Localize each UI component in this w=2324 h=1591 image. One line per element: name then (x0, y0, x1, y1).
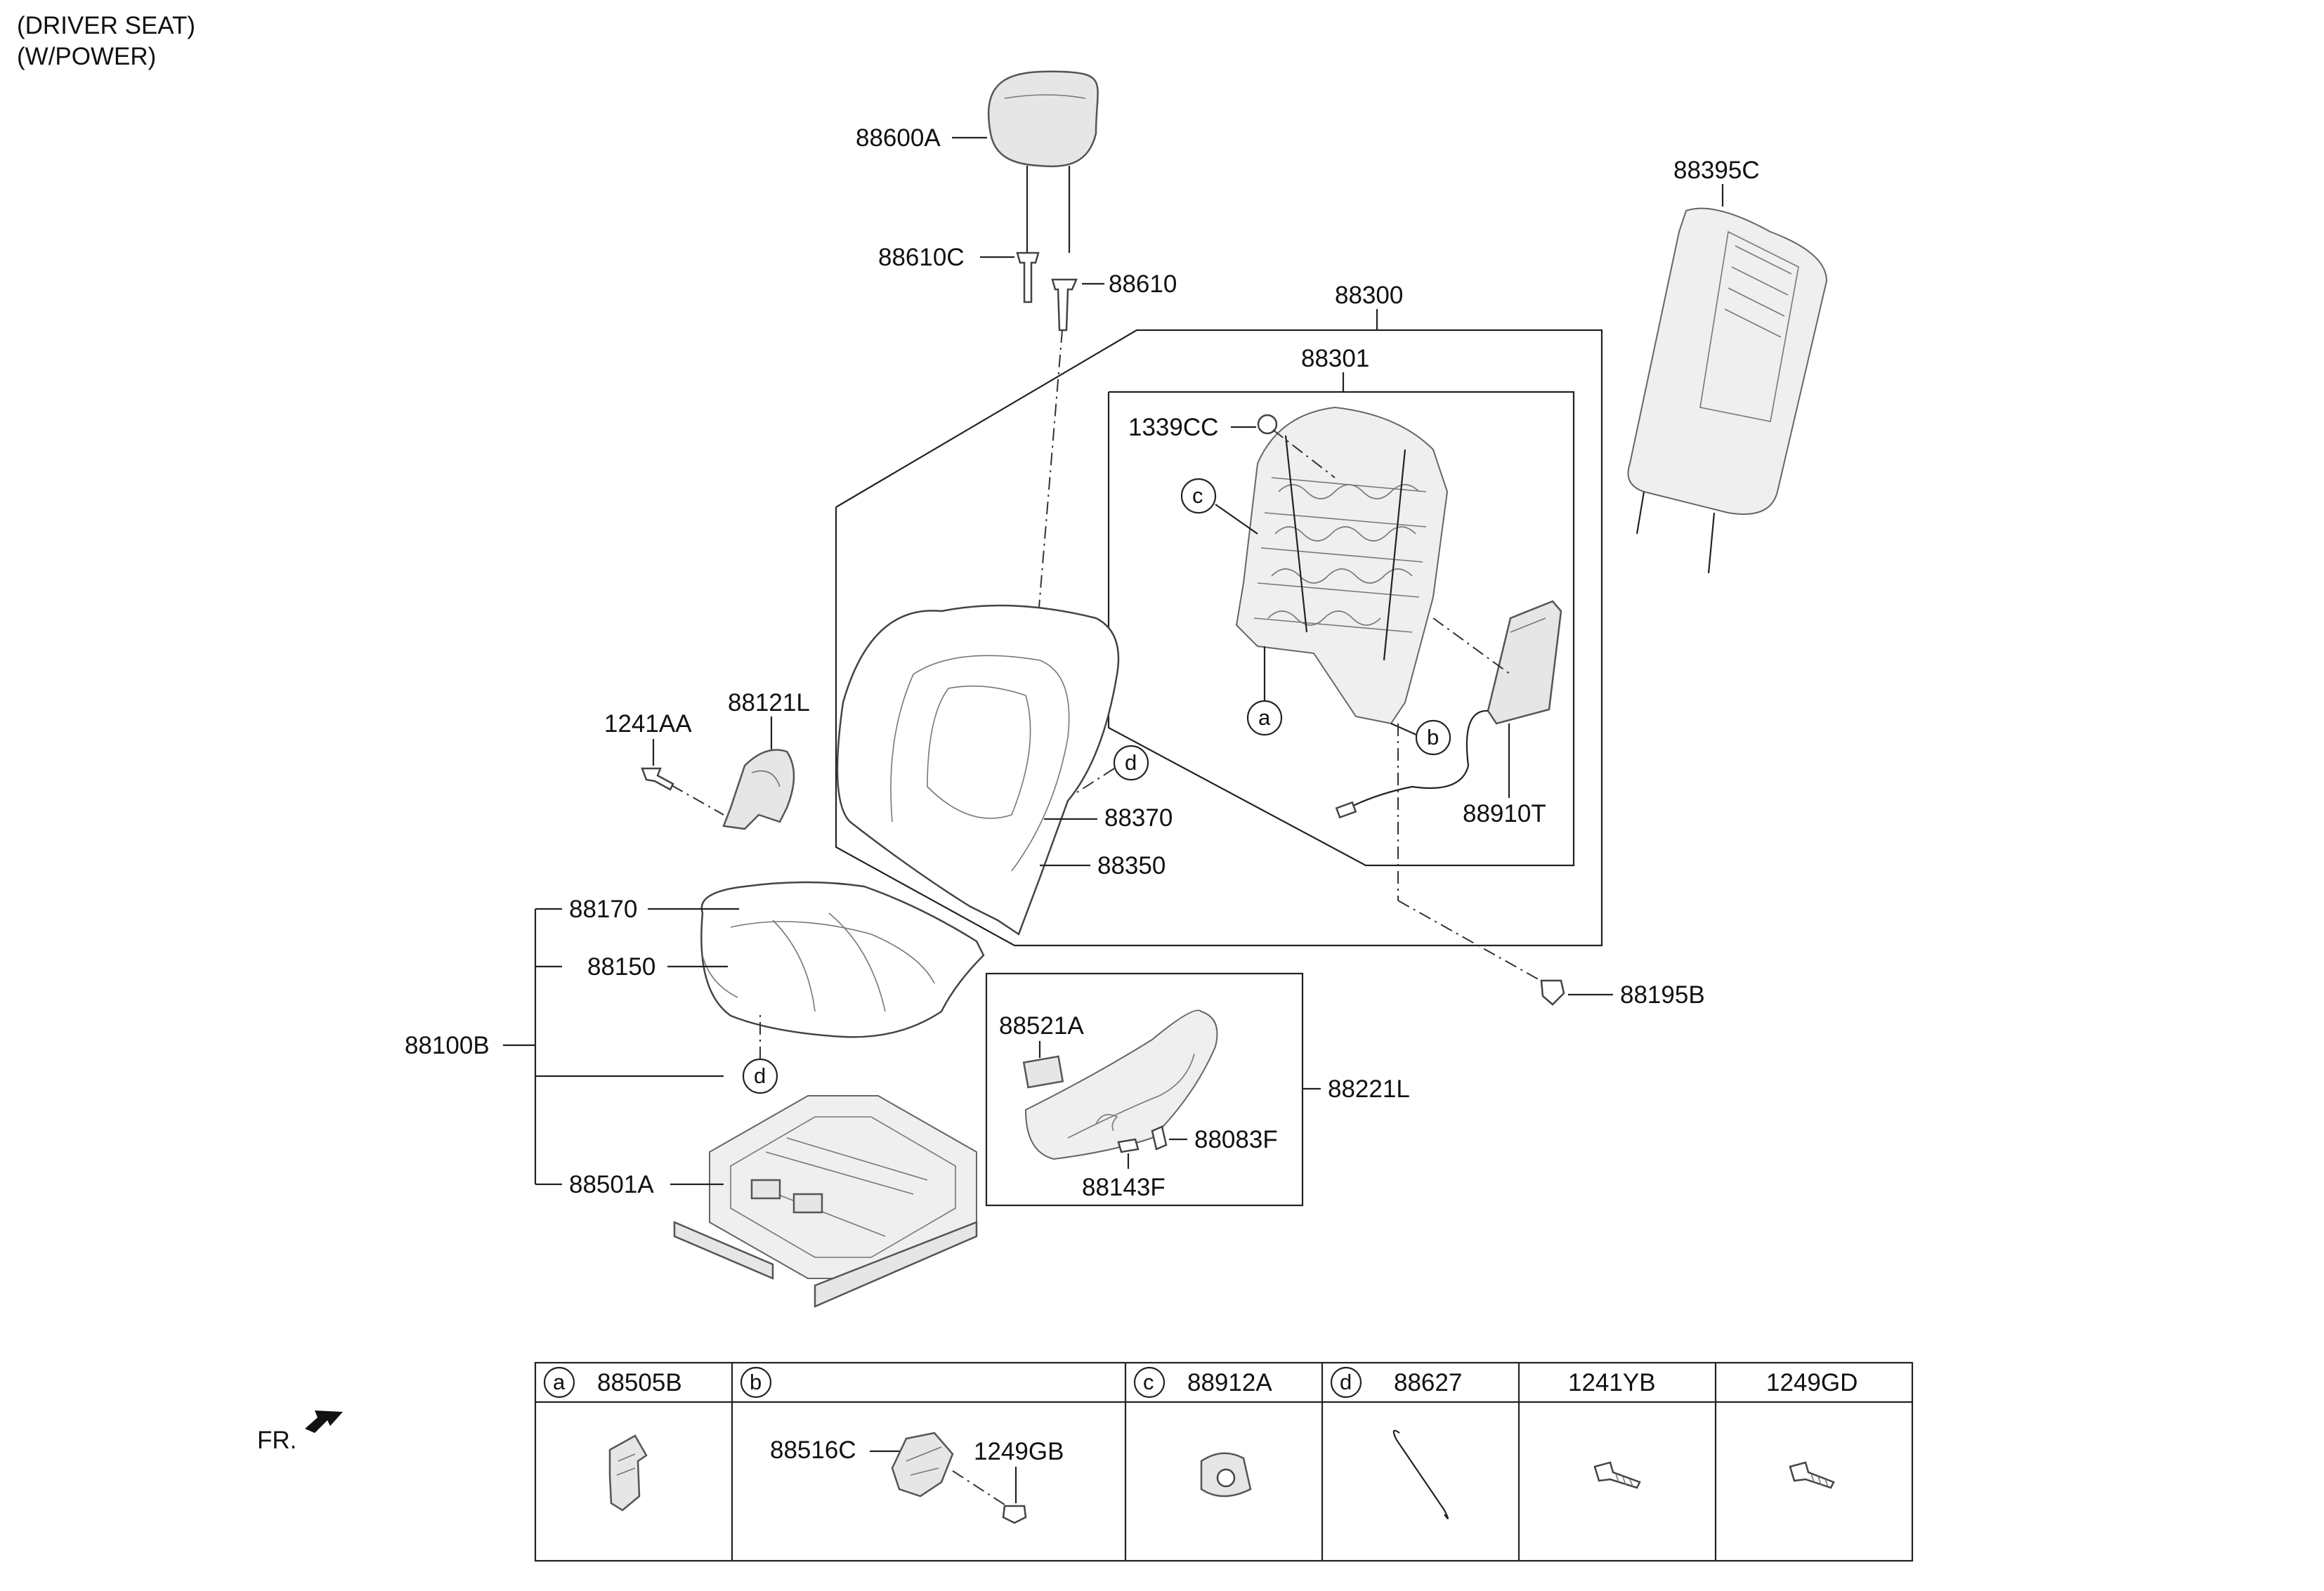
front-arrow-icon (305, 1410, 343, 1433)
callout-88350: 88350 (1097, 852, 1166, 879)
svg-text:b: b (1427, 725, 1439, 749)
callout-88301: 88301 (1301, 345, 1369, 372)
callout-88395C: 88395C (1673, 157, 1760, 184)
header-w-power: (W/POWER) (17, 43, 156, 70)
callout-88083F: 88083F (1194, 1126, 1278, 1153)
svg-text:88505B: 88505B (597, 1369, 682, 1396)
callout-1339CC: 1339CC (1128, 414, 1218, 441)
headrest-illustration (987, 70, 1099, 253)
callout-88100B: 88100B (405, 1032, 490, 1059)
callout-88143F: 88143F (1082, 1174, 1166, 1201)
marker-b-frame: b (1415, 719, 1451, 756)
callout-88150: 88150 (587, 953, 655, 981)
svg-text:88627: 88627 (1394, 1369, 1462, 1396)
callout-1241AA: 1241AA (604, 710, 692, 738)
svg-text:1249GD: 1249GD (1766, 1369, 1858, 1396)
callout-88195B: 88195B (1620, 981, 1705, 1009)
svg-text:c: c (1143, 1370, 1154, 1394)
marker-a-frame: a (1246, 700, 1283, 736)
callout-88610C: 88610C (878, 244, 965, 271)
callout-88370: 88370 (1104, 804, 1173, 832)
screw-1241AA-illustration (641, 767, 674, 791)
marker-c-frame: c (1180, 478, 1217, 514)
seat-cushion-illustration (700, 881, 985, 1038)
callout-88300: 88300 (1335, 282, 1403, 309)
nut-illustration (1257, 414, 1278, 435)
svg-text:c: c (1192, 483, 1203, 508)
shield-inner-illustration (722, 749, 795, 830)
callout-88521A: 88521A (999, 1012, 1084, 1040)
guide-illustration (1051, 278, 1078, 332)
legend-table (534, 1361, 1914, 1562)
marker-d-back: d (1113, 745, 1149, 781)
svg-text:d: d (1125, 750, 1137, 775)
callout-88600A: 88600A (856, 124, 941, 152)
svg-text:a: a (1258, 705, 1271, 730)
legend-col-c: c 88912A (1133, 1366, 1272, 1498)
legend-b-motor-label: 88516C (770, 1436, 856, 1464)
seatback-illustration (836, 604, 1120, 936)
legend-col-1241YB: 1241YB (1568, 1369, 1656, 1489)
callout-88501A: 88501A (569, 1171, 654, 1198)
legend-b-screw-label: 1249GB (974, 1438, 1064, 1465)
svg-text:1241YB: 1241YB (1568, 1369, 1656, 1396)
marker-d-cushion: d (742, 1058, 778, 1094)
track-frame-illustration (673, 1095, 978, 1308)
callout-88610: 88610 (1109, 270, 1177, 298)
legend-col-d: d 88627 (1330, 1366, 1462, 1519)
legend-col-b: b 88516C 1249GB (740, 1366, 1064, 1524)
svg-text:b: b (750, 1370, 762, 1394)
knob-slide-illustration (1117, 1138, 1140, 1153)
svg-text:a: a (553, 1370, 566, 1394)
callout-88170: 88170 (569, 896, 637, 923)
callout-88910T: 88910T (1463, 800, 1546, 827)
callout-88221L: 88221L (1328, 1075, 1410, 1103)
svg-text:88912A: 88912A (1187, 1369, 1272, 1396)
switch-assy-illustration (1022, 1055, 1064, 1089)
svg-text:d: d (1340, 1370, 1352, 1394)
shield-outer-illustration (1024, 1009, 1218, 1160)
front-orientation-label: FR. (257, 1427, 296, 1454)
header-driver-seat: (DRIVER SEAT) (17, 12, 195, 39)
bolt-88195B-illustration (1540, 979, 1565, 1006)
side-airbag-illustration (1335, 600, 1562, 819)
back-frame-illustration (1235, 406, 1449, 725)
guide-lock-illustration (1016, 251, 1040, 303)
svg-text:d: d (754, 1063, 766, 1088)
callout-88121L: 88121L (728, 689, 810, 716)
legend-col-1249GD: 1249GD (1766, 1369, 1858, 1489)
back-board-illustration (1627, 207, 1828, 574)
legend-col-a: a 88505B (543, 1366, 682, 1512)
knob-recline-illustration (1151, 1125, 1168, 1151)
